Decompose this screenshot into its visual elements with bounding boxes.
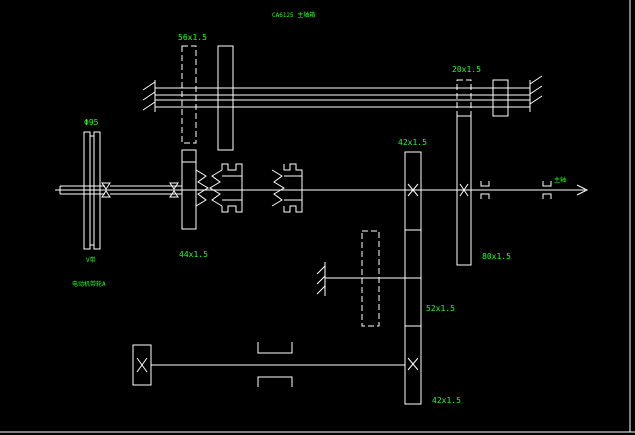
gear-52-label: 52x1.5: [426, 304, 455, 313]
motor-note-label: 电动机带轮A: [72, 280, 106, 288]
middle-shaft: [316, 262, 405, 296]
main-shaft: [55, 184, 589, 196]
gear-20-label: 20x1.5: [452, 65, 481, 74]
bottom-sleeve: [257, 342, 293, 387]
gear-80-label: 80x1.5: [482, 252, 511, 261]
top-shaft-right-gear: [492, 79, 509, 117]
clutch-teeth-right: [271, 163, 303, 213]
gear-56-dashed: [181, 45, 197, 144]
pulley: Φ95 V带 电动机带轮A: [72, 118, 106, 288]
pulley-bearings: [101, 182, 179, 198]
top-shaft-gear: [217, 45, 234, 151]
gear-42-bottom-label: 42x1.5: [432, 396, 461, 405]
gear-42-top-label: 42x1.5: [398, 138, 427, 147]
pulley-label: Φ95: [84, 118, 99, 127]
gear-56-label: 56x1.5: [178, 33, 207, 42]
gear-20-dashed: [456, 79, 472, 117]
drawing-title: CA6125 主轴箱: [272, 11, 315, 19]
gear-44-label: 44x1.5: [179, 250, 208, 259]
gear-52-dashed: [361, 230, 380, 327]
gear-44: [181, 149, 197, 230]
gear-80: [456, 115, 472, 266]
spindle-bearings: [480, 181, 552, 199]
spindle-end-label: 主轴: [554, 176, 566, 184]
pulley-bottom-label: V带: [86, 256, 96, 264]
bottom-shaft: [132, 344, 405, 386]
clutch-teeth-left: [195, 169, 223, 207]
top-shaft: [142, 75, 543, 112]
sliding-sleeve: [221, 163, 243, 213]
